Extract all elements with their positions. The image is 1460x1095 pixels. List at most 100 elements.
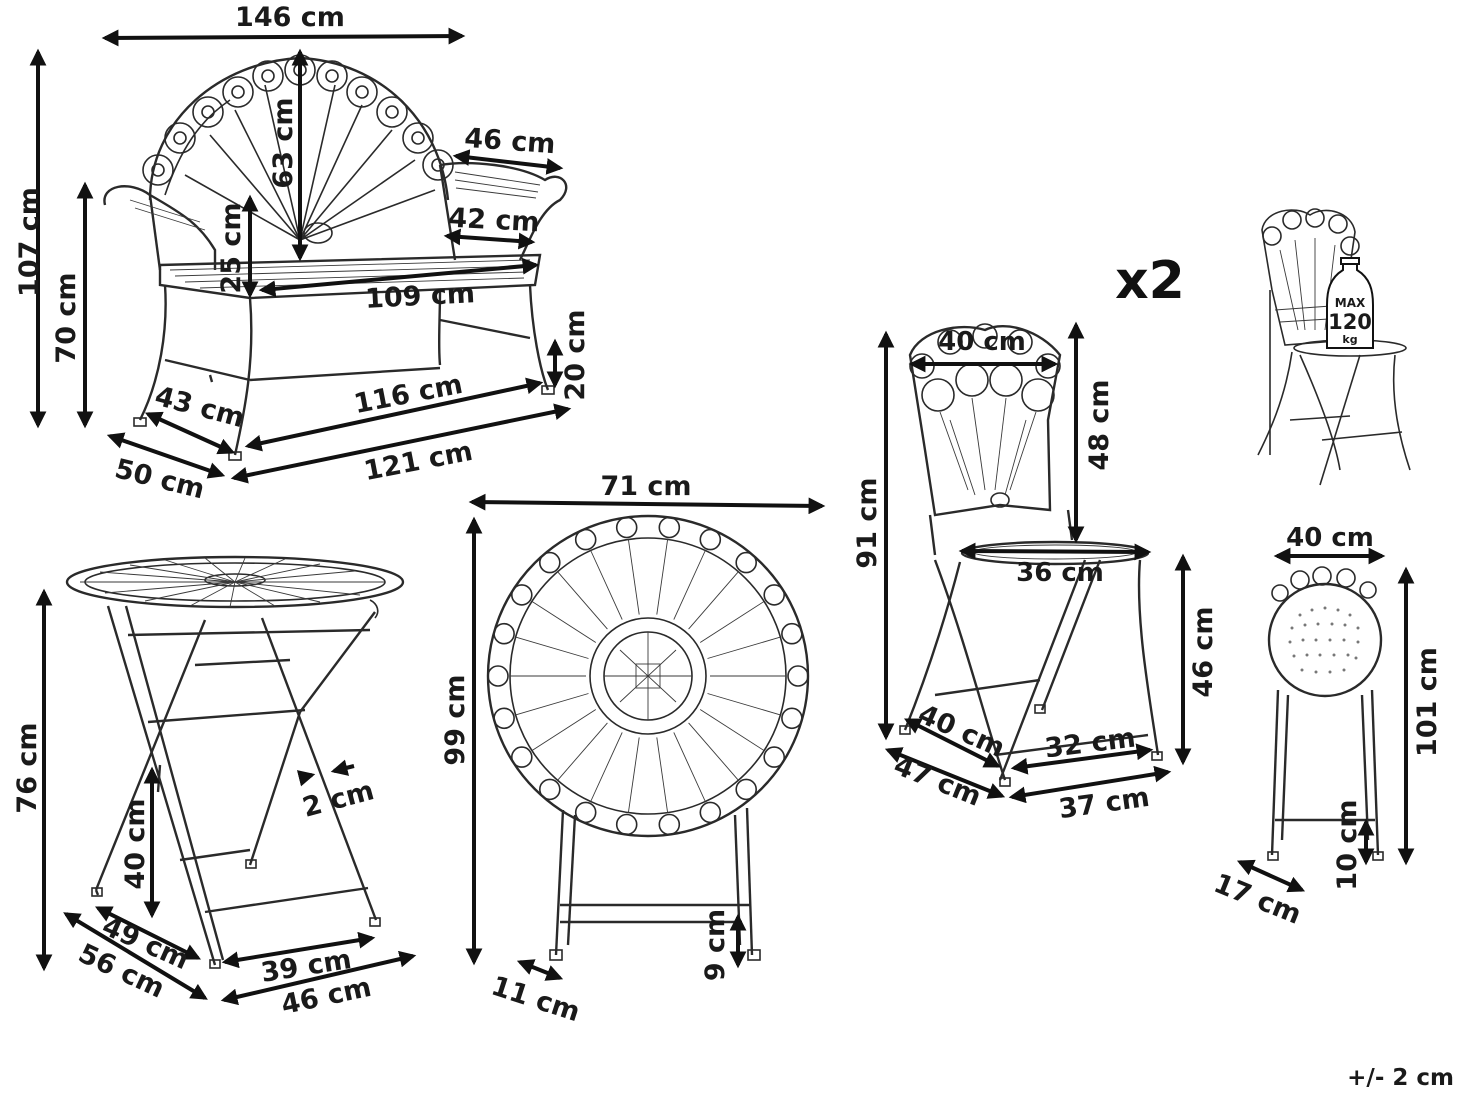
flower-petal-rib <box>673 550 706 620</box>
folded-table-depth-label: 11 cm <box>487 971 583 1029</box>
chair-frame <box>903 509 1160 781</box>
flower-petal-rib <box>699 709 765 751</box>
flower-petal-rib <box>531 709 597 751</box>
load-badge-line1: MAX <box>1335 296 1366 310</box>
flower-petal-eye <box>615 813 638 836</box>
flower-petal-rib <box>531 601 597 643</box>
bench-dimensions <box>29 27 572 484</box>
bench-armrest-inner-label: 42 cm <box>448 203 541 239</box>
table-top <box>65 555 405 619</box>
folded-chair-dimensions <box>1236 547 1415 893</box>
chair-inner-depth-label: 40 cm <box>913 699 1009 764</box>
folded-table-dimension-labels: 71 cm 99 cm 11 cm 9 cm <box>440 471 731 1028</box>
flower-petal-eye <box>487 665 509 687</box>
folded-table-dimensions <box>465 493 826 981</box>
flower-petal-eye <box>574 528 597 551</box>
bench-base-width-label: 121 cm <box>361 436 475 487</box>
bench-height-label: 107 cm <box>14 187 45 297</box>
flower-petal-rib <box>557 722 608 781</box>
chair-seat-label: 36 cm <box>1016 558 1104 588</box>
small-chair-frame <box>1257 290 1411 486</box>
folded-chair-width-label: 40 cm <box>1286 523 1374 553</box>
bench-dimension-labels: 146 cm 107 cm 63 cm 70 cm 46 cm 42 cm 25… <box>14 2 591 506</box>
bench-inner-depth-label: 43 cm <box>152 381 248 435</box>
flower-petal-eye <box>787 665 809 687</box>
flower-petal-eye <box>699 801 722 824</box>
load-badge-line3: kg <box>1342 333 1357 346</box>
bench-seat-width-label: 109 cm <box>364 278 475 315</box>
flower-petal-rib <box>557 571 608 630</box>
flower-petal-rib <box>590 732 623 802</box>
table-illustration <box>65 555 405 969</box>
chair-back-width-label: 40 cm <box>938 327 1026 357</box>
flower-petal-eye <box>781 707 803 730</box>
table-frame-thickness-label: 2 cm <box>299 775 377 824</box>
flower-petal-eye <box>510 746 533 768</box>
chair-back-height-label: 48 cm <box>1084 379 1115 470</box>
flower-petal-rib <box>656 737 669 813</box>
flower-petal-rib <box>673 732 706 802</box>
flower-petal-eye <box>574 801 597 824</box>
bench-arm-over-seat-label: 25 cm <box>216 202 247 293</box>
table-dimension-labels: 76 cm 40 cm 2 cm 49 cm 39 cm 56 cm 46 cm <box>12 722 377 1021</box>
folded-chair-foot-label: 10 cm <box>1332 799 1363 890</box>
chair-inner-width-label: 32 cm <box>1043 723 1137 765</box>
flower-petal-eye <box>699 528 722 551</box>
flower-petal-rib <box>627 539 640 615</box>
flower-petal-eye <box>538 551 561 574</box>
bench-back-height-label: 63 cm <box>268 97 299 188</box>
bench-depth-label: 50 cm <box>112 453 208 505</box>
flower-petal-rib <box>627 737 640 813</box>
quantity-multiplier: x2 <box>1115 251 1185 311</box>
folded-chair-height-label: 101 cm <box>1412 647 1443 757</box>
flower-petal-eye <box>510 584 533 606</box>
flower-petal-rib <box>515 693 589 716</box>
table-dimensions <box>35 588 417 1006</box>
flower-petal-eye <box>658 813 681 836</box>
flower-petal-rib <box>590 550 623 620</box>
chair-seat-height-label: 46 cm <box>1188 606 1219 697</box>
folded-chair-mesh <box>1288 606 1360 674</box>
load-badge: MAX 120 kg <box>1326 257 1374 349</box>
chair-load-illustration: MAX 120 kg <box>1257 208 1411 486</box>
chair-back <box>908 323 1062 517</box>
table-feet <box>91 859 381 969</box>
flower-petal-eye <box>538 778 561 801</box>
flower-petal-eye <box>735 551 758 574</box>
flower-petal-eye <box>493 622 515 645</box>
flower-petal-rib <box>699 601 765 643</box>
flower-petal-eye <box>735 778 758 801</box>
flower-petal-eye <box>763 746 786 768</box>
flower-petal-rib <box>656 539 669 615</box>
flower-petal-rib <box>688 722 739 781</box>
tolerance-note: +/- 2 cm <box>1347 1065 1454 1091</box>
bench-armrest-length-label: 46 cm <box>463 123 556 160</box>
folded-table-top <box>486 514 810 838</box>
folded-table-height-label: 99 cm <box>440 674 471 765</box>
flower-petal-eye <box>658 516 681 539</box>
flower-petal-eye <box>615 516 638 539</box>
load-badge-line2: 120 <box>1328 310 1372 334</box>
flower-petal-rib <box>688 571 739 630</box>
table-inner-height-label: 40 cm <box>120 798 151 889</box>
folded-table-foot-label: 9 cm <box>700 909 731 981</box>
folded-chair-depth-label: 17 cm <box>1209 868 1305 931</box>
chair-dimensions <box>877 321 1192 804</box>
folded-chair-illustration <box>1267 566 1384 861</box>
bench-width-label: 146 cm <box>235 2 345 33</box>
chair-depth-label: 47 cm <box>889 750 985 813</box>
folded-table-illustration <box>486 514 810 961</box>
folded-table-diameter-label: 71 cm <box>600 471 691 502</box>
flower-petal-rib <box>707 693 781 716</box>
flower-petal-rib <box>707 636 781 659</box>
bench-leg-gap-label: 20 cm <box>560 309 591 400</box>
flower-petal-rib <box>515 636 589 659</box>
bench-armrest-height-label: 70 cm <box>51 272 82 363</box>
flower-petal-eye <box>493 707 515 730</box>
flower-petal-eye <box>781 622 803 645</box>
bench-legs <box>138 284 550 456</box>
folded-chair-legs <box>1270 689 1380 856</box>
table-height-label: 76 cm <box>12 722 43 813</box>
table-frame <box>94 605 378 966</box>
